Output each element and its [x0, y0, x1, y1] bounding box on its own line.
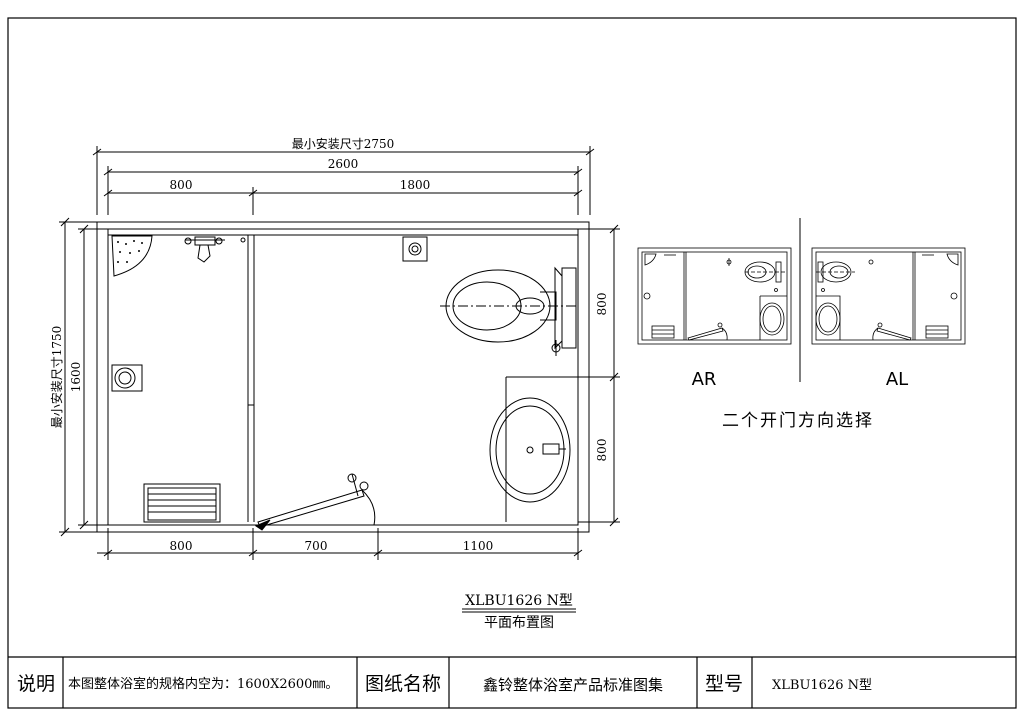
variant-al-label: AL: [886, 369, 908, 390]
desc-text: 本图整体浴室的规格内空为：1600X2600㎜。: [68, 676, 338, 692]
variants-caption: 二个开门方向选择: [722, 411, 874, 431]
top-right-dim-text: 1800: [400, 178, 431, 192]
right-dim-text-2: 800: [595, 439, 609, 462]
floor-plan: [59, 146, 620, 560]
desc-label: 说明: [17, 673, 55, 695]
drawing-model-title: XLBU1626 N型: [465, 593, 573, 609]
variant-ar-plan: [637, 247, 792, 345]
variant-al-plan: [811, 247, 966, 345]
shower-drain: [111, 364, 143, 392]
bottom-dim-text-2: 700: [305, 539, 328, 553]
model-label: 型号: [705, 673, 743, 695]
overall-dim-text: 最小安装尺寸2750: [292, 136, 395, 151]
left-inner-dim-text: 1600: [69, 362, 83, 393]
entry-door: [254, 473, 376, 531]
left-outer-dim-text: 最小安装尺寸1750: [49, 326, 64, 429]
width-dim-text: 2600: [328, 157, 359, 171]
drawing-name-title: 平面布置图: [484, 615, 554, 631]
shower-bench: [143, 483, 221, 523]
title-block: [8, 656, 1016, 708]
bottom-dim-text-3: 1100: [463, 539, 494, 553]
top-left-dim-text: 800: [170, 178, 193, 192]
wash-basin: [489, 376, 578, 522]
floor-drain: [402, 236, 428, 262]
corner-shelf: [111, 235, 153, 277]
drawing-name-label: 图纸名称: [365, 673, 441, 695]
shower-faucet: [184, 236, 246, 263]
drawing-name-value: 鑫铃整体浴室产品标准图集: [483, 676, 663, 694]
model-value: XLBU1626 N型: [772, 678, 872, 693]
right-dim-text-1: 800: [595, 293, 609, 316]
bottom-dim-text-1: 800: [170, 539, 193, 553]
toilet: [440, 266, 578, 356]
sheet-border: [7, 17, 1017, 709]
variant-ar-label: AR: [692, 369, 717, 390]
